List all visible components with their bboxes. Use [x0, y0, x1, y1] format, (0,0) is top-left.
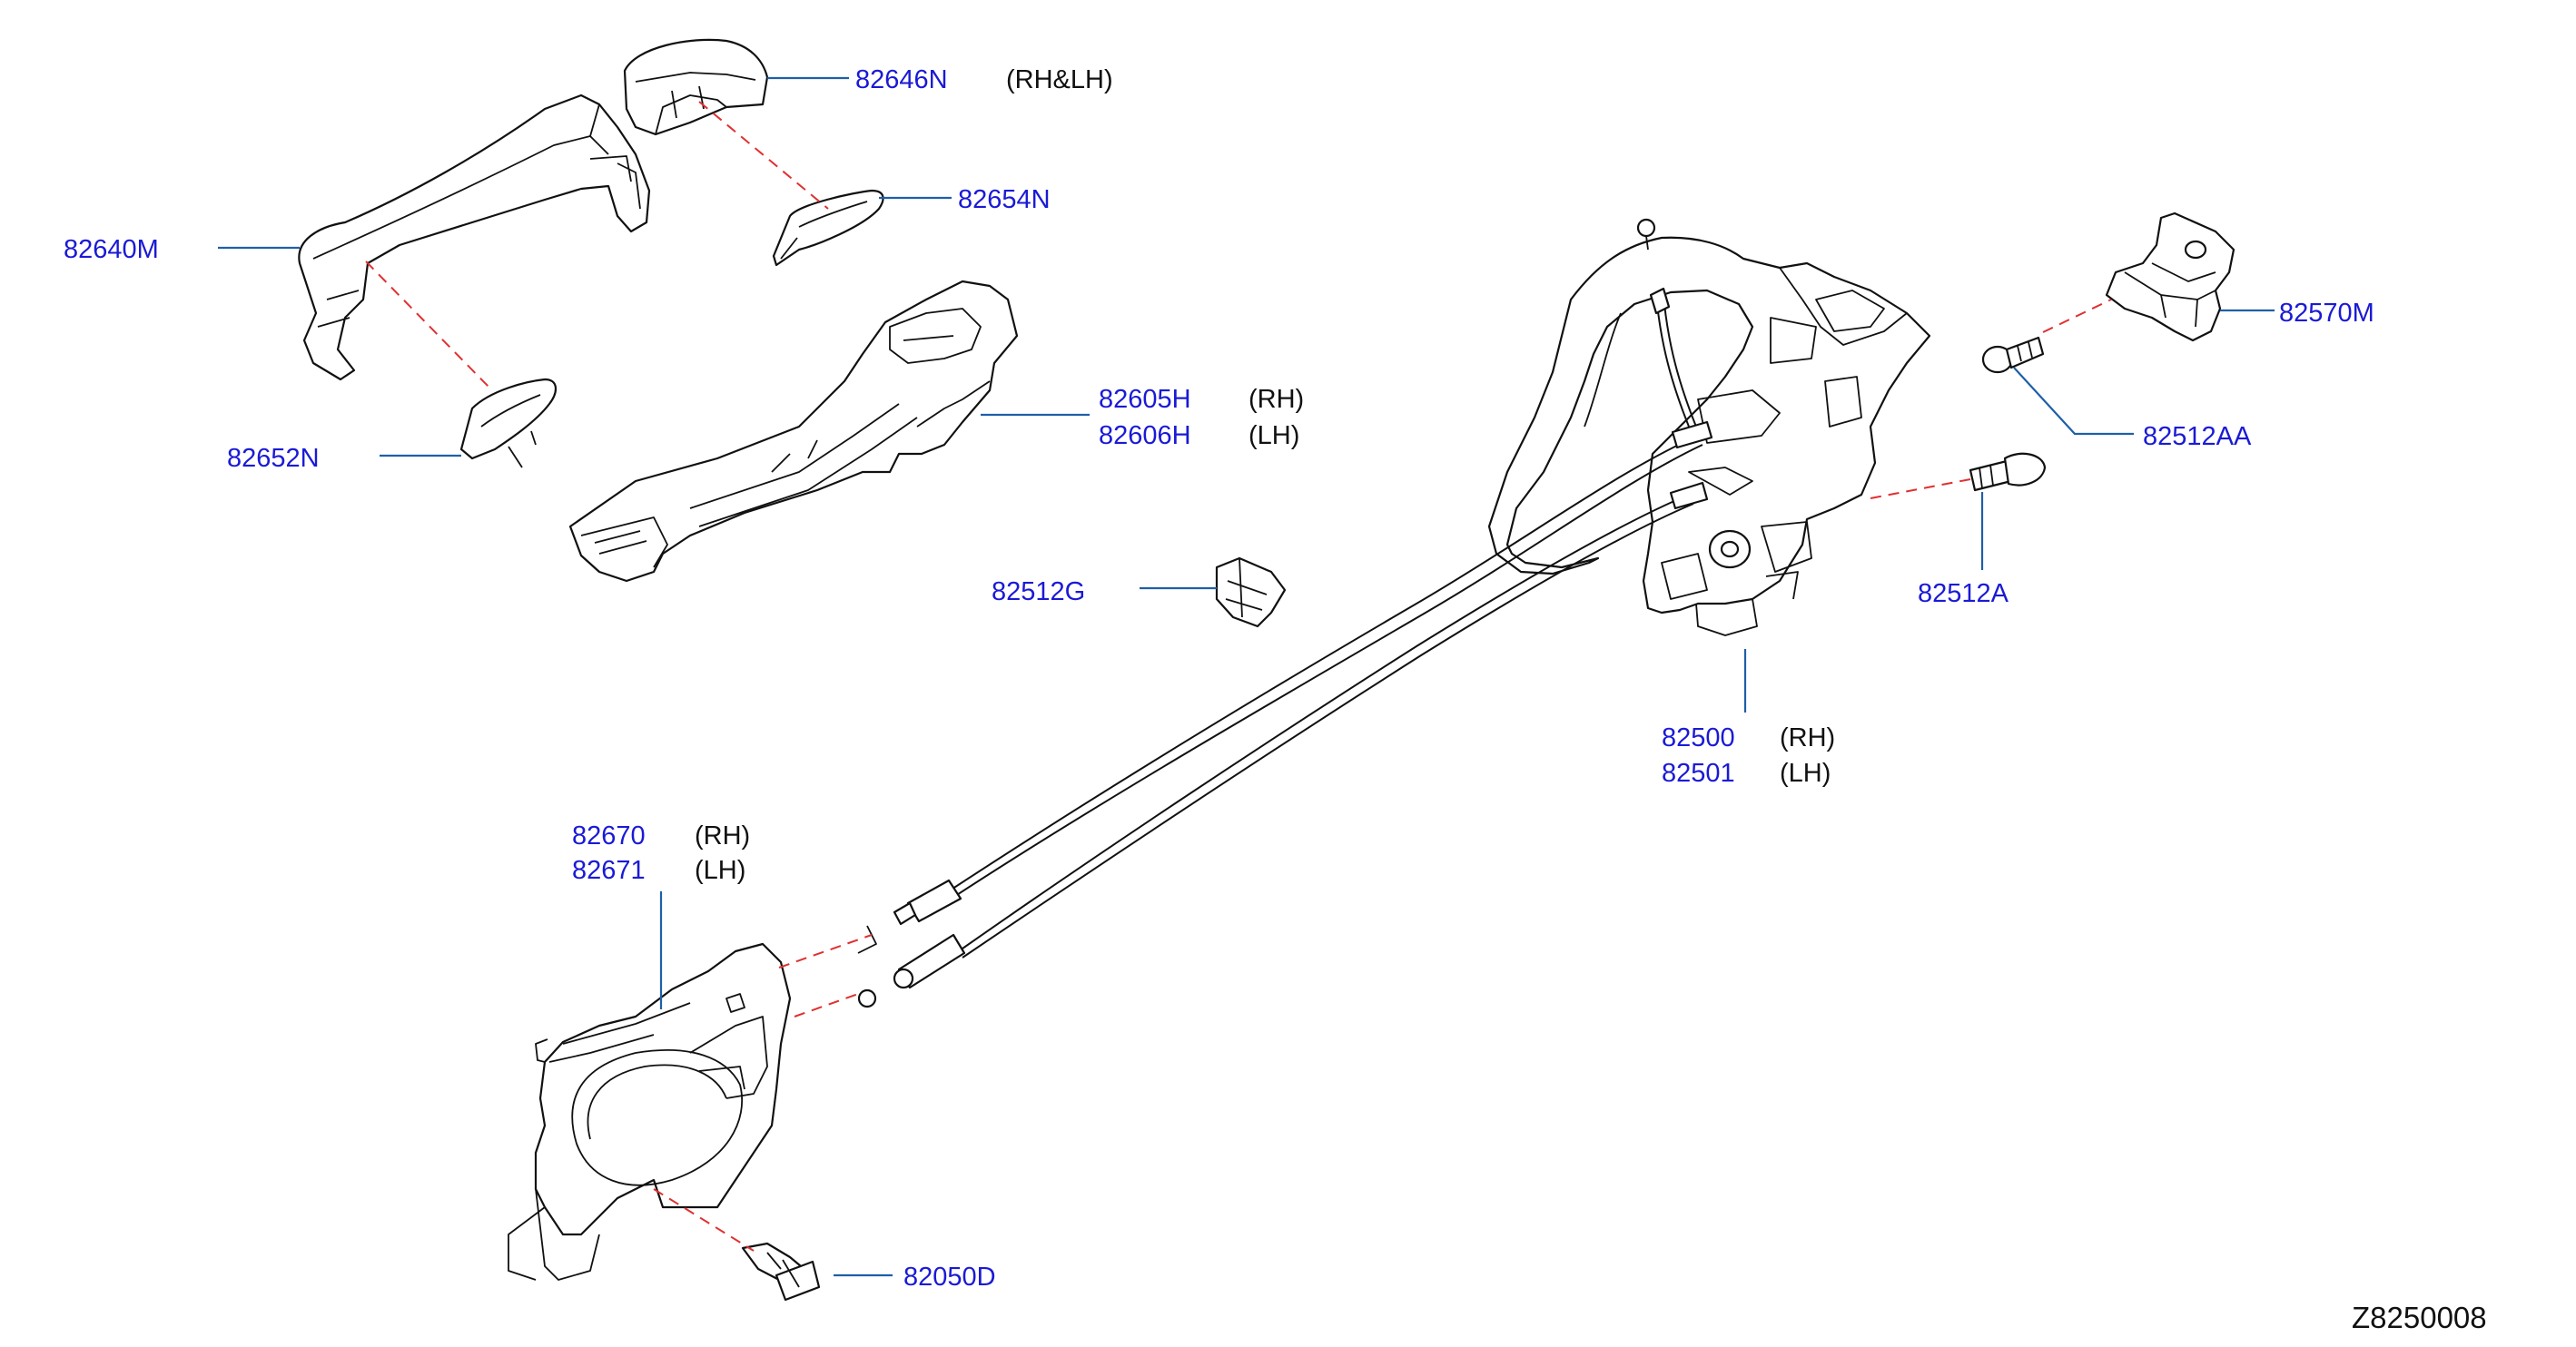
cable-clip-illustration — [1215, 556, 1287, 628]
callout-82512G: 82512G — [992, 577, 1085, 606]
part-number-82605H: 82605H — [1099, 385, 1191, 414]
callout-82670-82671: 82670 (RH) 82671 (LH) — [572, 821, 750, 885]
callout-82654N: 82654N — [958, 185, 1051, 214]
diagram-id: Z8250008 — [2352, 1301, 2487, 1334]
part-number-82512AA: 82512AA — [2143, 422, 2252, 451]
lock-cable-illustration — [943, 287, 1713, 959]
callout-82512AA: 82512AA — [2143, 422, 2252, 451]
lock-screw-illustration — [1969, 452, 2047, 492]
cable-end-fittings-illustration — [857, 879, 966, 1008]
side-note-82500: (RH) — [1780, 723, 1835, 752]
callout-82570M: 82570M — [2279, 299, 2374, 328]
part-number-82512G: 82512G — [992, 577, 1085, 606]
callout-82646N: 82646N (RH&LH) — [855, 65, 1113, 94]
handle-grip-gasket-illustration — [459, 378, 557, 468]
part-number-82501: 82501 — [1662, 759, 1735, 788]
door-lock-actuator-illustration — [1487, 218, 1931, 636]
part-number-82671: 82671 — [572, 856, 646, 885]
part-number-82640M: 82640M — [64, 235, 159, 264]
handle-cap-gasket-illustration — [772, 189, 884, 267]
handle-end-cap-illustration — [623, 38, 769, 136]
door-striker-illustration — [2105, 211, 2235, 342]
side-note-82646N: (RH&LH) — [1006, 65, 1113, 94]
callout-82640M: 82640M — [64, 235, 159, 264]
part-number-82570M: 82570M — [2279, 299, 2374, 328]
part-number-82670: 82670 — [572, 821, 646, 850]
outside-handle-grip-illustration — [298, 93, 651, 381]
part-number-82050D: 82050D — [903, 1263, 996, 1292]
part-number-82654N: 82654N — [958, 185, 1051, 214]
callout-82050D: 82050D — [903, 1263, 996, 1292]
callout-82500-82501: 82500 (RH) 82501 (LH) — [1662, 723, 1835, 788]
assembly-guide-lines — [365, 101, 2112, 1252]
part-number-82646N: 82646N — [855, 65, 948, 94]
callout-82652N: 82652N — [227, 444, 320, 473]
callout-82512A: 82512A — [1918, 579, 2009, 608]
striker-screw-illustration — [1981, 336, 2045, 374]
part-number-82606H: 82606H — [1099, 421, 1191, 450]
part-number-82652N: 82652N — [227, 444, 320, 473]
side-note-82501: (LH) — [1780, 759, 1831, 788]
inside-handle-bolt-illustration — [741, 1242, 821, 1302]
side-note-82606H: (LH) — [1249, 421, 1299, 450]
side-note-82670: (RH) — [695, 821, 750, 850]
part-number-82512A: 82512A — [1918, 579, 2009, 608]
callout-leader-lines — [218, 76, 2275, 1277]
inside-door-handle-illustration — [508, 942, 792, 1281]
side-note-82671: (LH) — [695, 856, 745, 885]
part-number-82500: 82500 — [1662, 723, 1735, 752]
side-note-82605H: (RH) — [1249, 385, 1304, 414]
outside-handle-bracket-illustration — [568, 280, 1019, 583]
callout-82605H-82606H: 82605H (RH) 82606H (LH) — [1099, 385, 1304, 450]
